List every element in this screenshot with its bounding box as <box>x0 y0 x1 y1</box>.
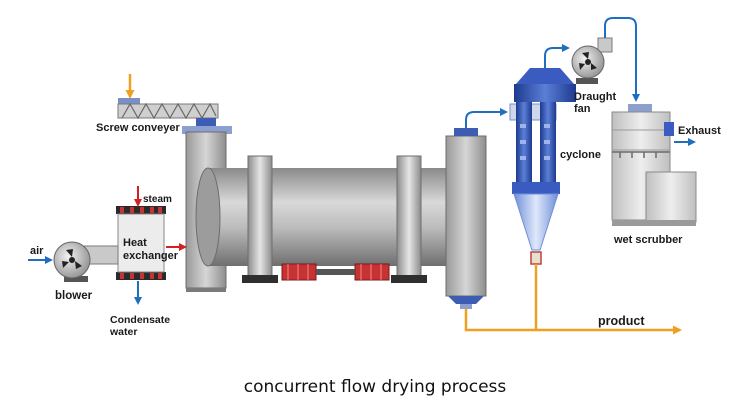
water-label: water <box>109 326 137 338</box>
steam-label: steam <box>143 194 172 205</box>
diagram-caption: concurrent flow drying process <box>244 377 507 397</box>
product-label: product <box>598 314 645 328</box>
screw-conveyer-label: Screw conveyer <box>96 122 180 134</box>
discharge-hood <box>445 128 487 309</box>
exhaust-gas-pipe <box>465 108 508 128</box>
exhaust-label: Exhaust <box>678 125 721 137</box>
fan-to-scrubber-pipe <box>604 17 640 102</box>
cyclone-to-fan-pipe <box>544 44 570 68</box>
cyclone <box>509 68 576 265</box>
screw-conveyer-icon <box>117 103 219 119</box>
screw-conveyer <box>117 74 219 126</box>
fan-label: fan <box>574 103 591 115</box>
blower-label: blower <box>55 290 93 302</box>
product-line <box>464 309 682 335</box>
heat-label: Heat <box>123 237 147 249</box>
air-label: air <box>30 245 44 257</box>
condensate-label: Condensate <box>110 314 170 326</box>
heat-exchanger-icon <box>116 206 166 280</box>
cyclone-label: cyclone <box>560 149 601 161</box>
blower-fan-icon <box>53 241 119 282</box>
rotary-drum-icon <box>195 155 477 283</box>
draught-fan-icon <box>571 37 613 84</box>
exchanger-label: exchanger <box>123 250 179 262</box>
wet-scrubber <box>611 104 697 226</box>
wet-scrubber-label: wet scrubber <box>613 234 683 246</box>
draught-label: Draught <box>574 91 617 103</box>
